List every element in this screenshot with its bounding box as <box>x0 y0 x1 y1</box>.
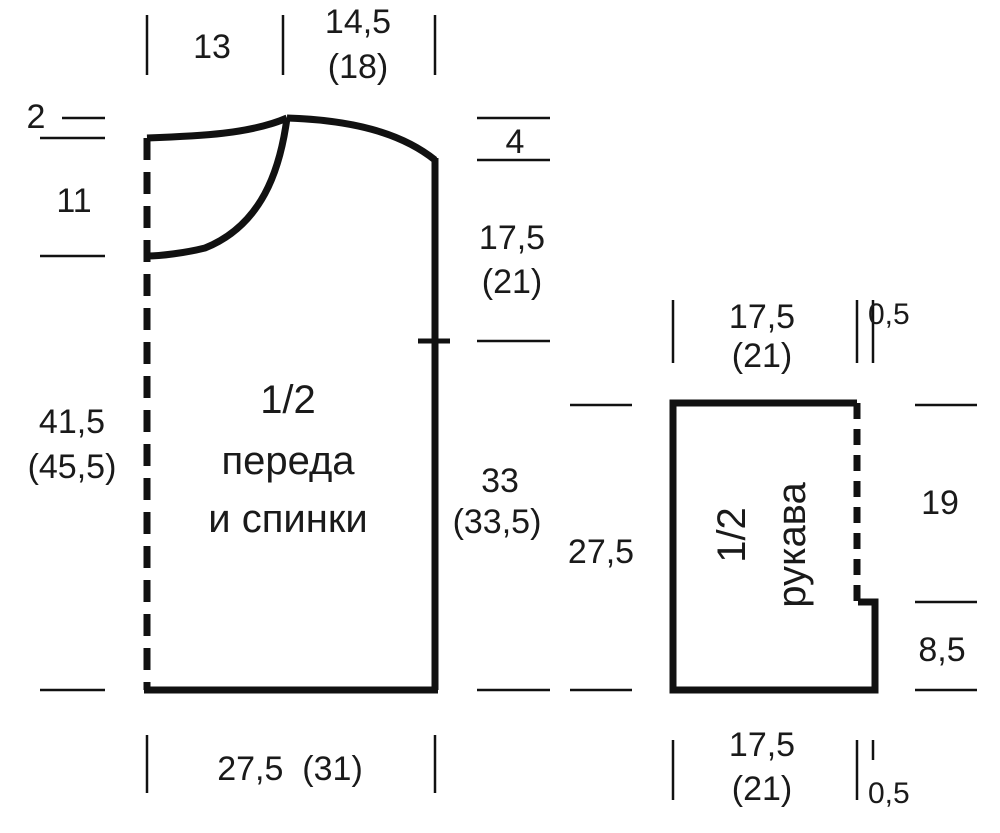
dim-side-length-alt: (33,5) <box>453 503 542 541</box>
sleeve-dimension-lines <box>570 300 977 800</box>
body-label-fraction: 1/2 <box>260 378 316 422</box>
dim-armhole-height-alt: (21) <box>482 263 542 301</box>
back-neckline <box>146 114 289 142</box>
front-neckline <box>146 117 291 260</box>
dim-shoulder-width-alt: (18) <box>328 48 388 86</box>
body-label-line2: переда <box>221 439 355 483</box>
dim-sleeve-upper-height: 19 <box>921 484 959 522</box>
dim-sleeve-bottom-width: 17,5 <box>729 726 795 764</box>
body-piece-outline <box>143 114 439 694</box>
sleeve-label-fraction: 1/2 <box>710 507 754 563</box>
dim-sleeve-lower-height: 8,5 <box>918 631 965 669</box>
dim-neck-width: 13 <box>193 28 231 66</box>
dim-sleeve-top-width: 17,5 <box>729 298 795 336</box>
dim-sleeve-total-height: 27,5 <box>568 533 634 571</box>
dim-neck-drop-front: 11 <box>56 182 91 220</box>
dim-shoulder-width: 14,5 <box>325 3 391 41</box>
sleeve-label-line2: рукава <box>770 482 814 608</box>
sleeve-solid-edges <box>669 399 879 694</box>
dim-side-length: 33 <box>481 462 519 500</box>
dim-armhole-height: 17,5 <box>479 219 545 257</box>
dim-sleeve-top-width-alt: (21) <box>732 337 792 375</box>
dim-sleeve-top-step: 0,5 <box>868 298 910 331</box>
dim-body-bottom-width: 27,5 (31) <box>217 750 363 788</box>
dim-neck-drop-back: 2 <box>27 98 46 136</box>
dim-total-length: 41,5 <box>39 403 105 441</box>
dim-shoulder-slope: 4 <box>506 123 525 161</box>
body-dimension-lines <box>40 15 550 793</box>
dim-sleeve-bottom-step: 0,5 <box>868 777 910 810</box>
dim-total-length-alt: (45,5) <box>28 448 117 486</box>
dim-sleeve-bottom-width-alt: (21) <box>732 770 792 808</box>
sleeve-piece-outline <box>669 399 879 694</box>
body-label-line3: и спинки <box>208 497 367 541</box>
shoulder-line <box>286 114 438 163</box>
